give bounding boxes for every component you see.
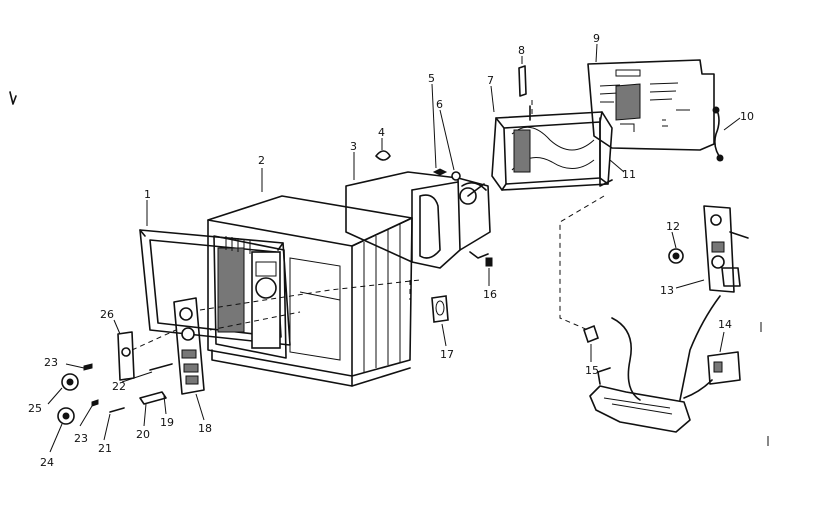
part-17-speaker xyxy=(431,295,449,323)
part-circuit-board xyxy=(587,59,715,151)
callout-7: 7 xyxy=(487,74,494,87)
callout-16: 16 xyxy=(483,288,497,301)
callout-20: 20 xyxy=(136,428,150,441)
callout-12: 12 xyxy=(666,220,680,233)
callout-6: 6 xyxy=(436,98,443,111)
part-picture-tube xyxy=(345,171,491,269)
part-10-cable xyxy=(712,106,724,162)
part-small-hardware xyxy=(57,363,173,425)
callout-17: 17 xyxy=(440,348,454,361)
callout-14: 14 xyxy=(718,318,732,331)
part-rear-frame xyxy=(491,105,613,191)
callout-23-a: 23 xyxy=(44,356,58,369)
callout-23-b: 23 xyxy=(74,432,88,445)
part-6-screw xyxy=(451,171,461,181)
part-15-connector xyxy=(583,324,599,344)
assembly-guide-lines xyxy=(131,100,605,351)
stray-mark xyxy=(9,91,17,105)
callout-5: 5 xyxy=(428,72,435,85)
callout-21: 21 xyxy=(98,442,112,455)
part-control-panel xyxy=(173,297,205,395)
callout-11: 11 xyxy=(622,168,636,181)
callout-19: 19 xyxy=(160,416,174,429)
callout-9: 9 xyxy=(593,32,600,45)
callout-4: 4 xyxy=(378,126,385,139)
callout-8: 8 xyxy=(518,44,525,57)
part-14-module xyxy=(707,351,741,385)
part-4-clip xyxy=(375,150,391,161)
callout-24: 24 xyxy=(40,456,54,469)
callout-25: 25 xyxy=(28,402,42,415)
part-5-screw xyxy=(432,168,448,176)
callout-3: 3 xyxy=(350,140,357,153)
part-chassis xyxy=(589,295,721,433)
callout-labels: 1 2 3 4 5 6 7 8 9 10 11 12 13 14 15 16 1… xyxy=(28,32,754,469)
callout-26: 26 xyxy=(100,308,114,321)
part-cabinet xyxy=(207,195,413,387)
callout-22: 22 xyxy=(112,380,126,393)
part-16-screw xyxy=(485,257,493,267)
part-control-bracket xyxy=(703,205,749,293)
callout-2: 2 xyxy=(258,154,265,167)
callout-1: 1 xyxy=(144,188,151,201)
callout-13: 13 xyxy=(660,284,674,297)
part-8-pin xyxy=(518,65,527,97)
part-12-knob xyxy=(668,248,684,264)
part-26-plate xyxy=(117,331,135,381)
callout-leaders xyxy=(47,43,741,453)
callout-10: 10 xyxy=(740,110,754,123)
callout-15: 15 xyxy=(585,364,599,377)
callout-18: 18 xyxy=(198,422,212,435)
